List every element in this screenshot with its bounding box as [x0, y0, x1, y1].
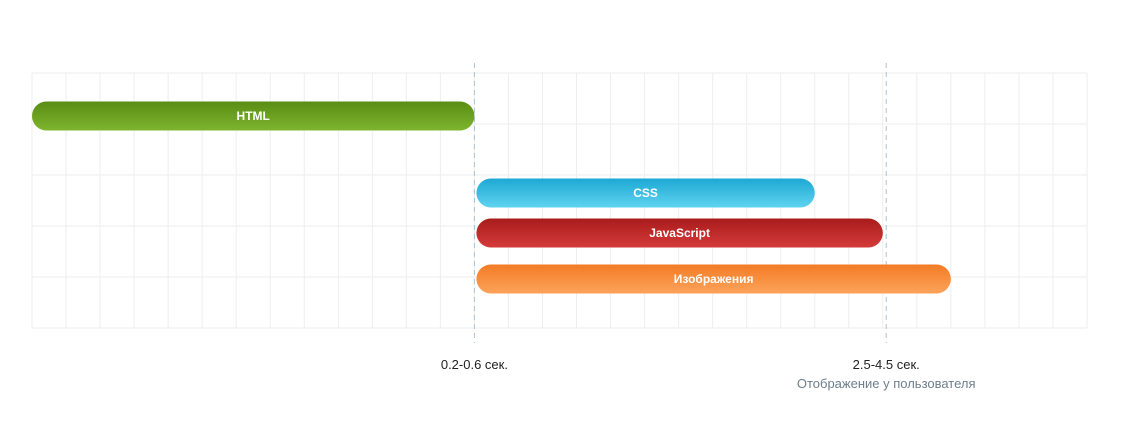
time-marker-label: 0.2-0.6 сек. [441, 357, 508, 372]
bar-label: JavaScript [649, 226, 710, 240]
bar-2 [476, 218, 883, 248]
time-marker-labels: 0.2-0.6 сек. 2.5-4.5 сек. Отображение у по… [441, 357, 976, 391]
time-marker-caption: Отображение у пользователя [797, 376, 976, 391]
bar-label: CSS [633, 186, 658, 200]
bar-0 [32, 101, 475, 131]
time-marker-label: 2.5-4.5 сек. [853, 357, 920, 372]
time-markers [473, 63, 887, 343]
bar-label: Изображения [674, 272, 754, 286]
bar-3 [476, 264, 951, 294]
bar-label: HTML [237, 109, 270, 123]
bar-1 [476, 178, 815, 208]
